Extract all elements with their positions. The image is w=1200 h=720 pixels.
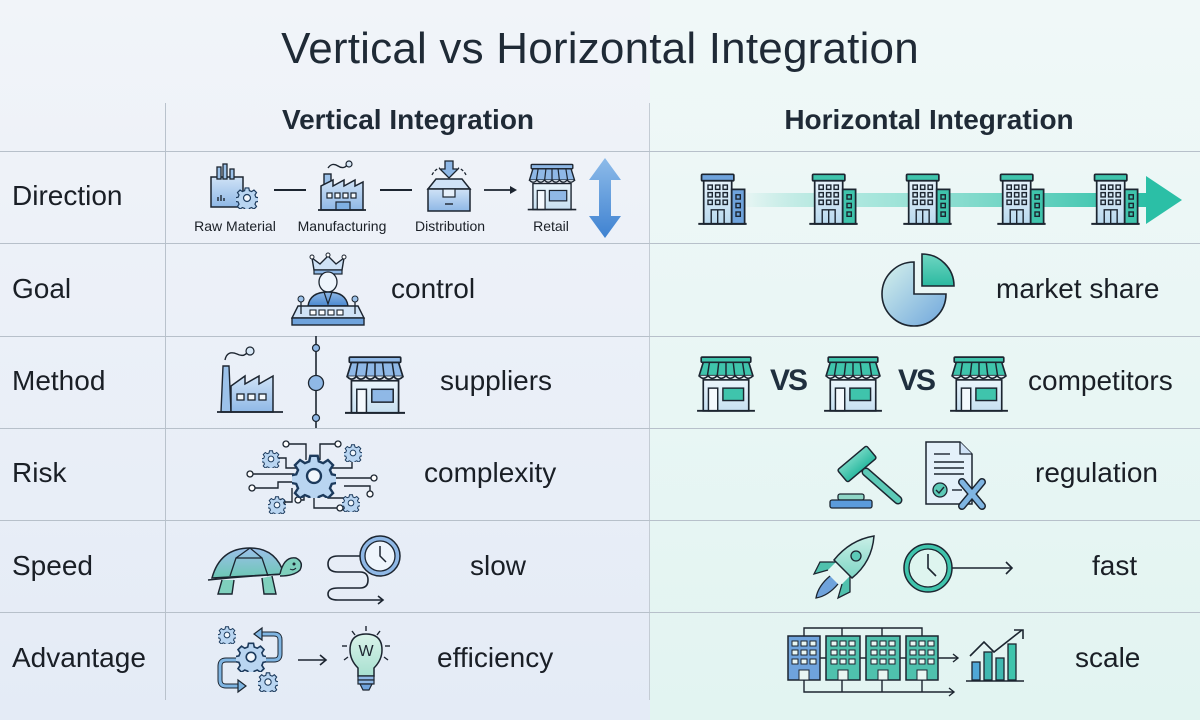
speed-vertical-text: slow <box>470 550 527 581</box>
factory-icon <box>318 160 366 211</box>
row-divider <box>0 428 1200 429</box>
gears-cycle-icon <box>217 626 283 694</box>
row-divider <box>0 520 1200 521</box>
chain-connector-line <box>274 189 306 191</box>
store-icon <box>822 355 884 413</box>
vertical-double-arrow-icon <box>589 158 621 238</box>
row-label-speed: Speed <box>12 550 93 581</box>
row-label-risk: Risk <box>12 457 67 488</box>
row-divider <box>0 151 1200 152</box>
store-icon <box>948 355 1010 413</box>
clock-arrow-icon <box>903 543 1014 593</box>
building-icon <box>697 170 747 226</box>
column-header-horizontal: Horizontal Integration <box>784 104 1074 135</box>
chain-arrow-icon <box>484 186 517 194</box>
rocket-icon <box>812 535 875 600</box>
column-divider <box>649 103 650 700</box>
chain-connector-line <box>380 189 412 191</box>
row-divider <box>0 612 1200 613</box>
row-label-direction: Direction <box>12 180 123 211</box>
column-header-vertical: Vertical Integration <box>281 104 535 135</box>
building-icon <box>808 170 858 226</box>
connected-buildings-icon <box>787 627 960 697</box>
building-icon <box>902 170 952 226</box>
row-divider <box>0 243 1200 244</box>
risk-vertical-text: complexity <box>424 457 557 488</box>
page-title: Vertical vs Horizontal Integration <box>281 24 919 73</box>
goal-horizontal-text: market share <box>996 273 1160 304</box>
raw-material-icon <box>210 163 258 209</box>
growth-chart-icon <box>966 629 1024 682</box>
method-vertical-text: suppliers <box>440 365 553 396</box>
distribution-box-icon <box>426 160 472 212</box>
advantage-vertical-text: efficiency <box>437 642 554 673</box>
store-icon <box>342 355 408 415</box>
factory-icon <box>217 346 283 413</box>
winding-clock-icon <box>327 535 401 605</box>
vs-icon: VS <box>898 364 936 397</box>
row-label-method: Method <box>12 365 106 396</box>
retail-store-icon <box>526 162 578 212</box>
vs-icon: VS <box>770 364 808 397</box>
vertical-panel-background <box>0 0 650 720</box>
method-horizontal-text: competitors <box>1028 365 1173 396</box>
building-icon <box>1090 170 1140 226</box>
store-icon <box>695 355 757 413</box>
label-column-divider <box>165 103 166 700</box>
goal-vertical-text: control <box>391 273 476 304</box>
supply-chain-line-icon <box>307 336 325 428</box>
chain-label-manufacturing: Manufacturing <box>297 218 387 234</box>
speed-horizontal-text: fast <box>1092 550 1138 581</box>
risk-horizontal-text: regulation <box>1035 457 1158 488</box>
chain-label-retail: Retail <box>533 218 569 234</box>
gear-network-icon <box>246 440 378 514</box>
turtle-icon <box>207 547 303 595</box>
row-label-advantage: Advantage <box>12 642 146 673</box>
chain-label-raw-material: Raw Material <box>194 218 276 234</box>
gavel-icon <box>829 445 903 509</box>
pie-chart-icon <box>881 253 955 327</box>
rejected-document-icon <box>925 441 986 510</box>
building-icon <box>996 170 1046 226</box>
row-label-goal: Goal <box>12 273 72 304</box>
lightbulb-icon: W <box>342 626 390 691</box>
row-divider <box>0 336 1200 337</box>
chain-label-distribution: Distribution <box>414 218 486 234</box>
king-control-panel-icon <box>290 252 366 326</box>
advantage-horizontal-text: scale <box>1075 642 1141 673</box>
bulb-letter: W <box>358 643 374 660</box>
arrow-icon <box>298 654 328 666</box>
